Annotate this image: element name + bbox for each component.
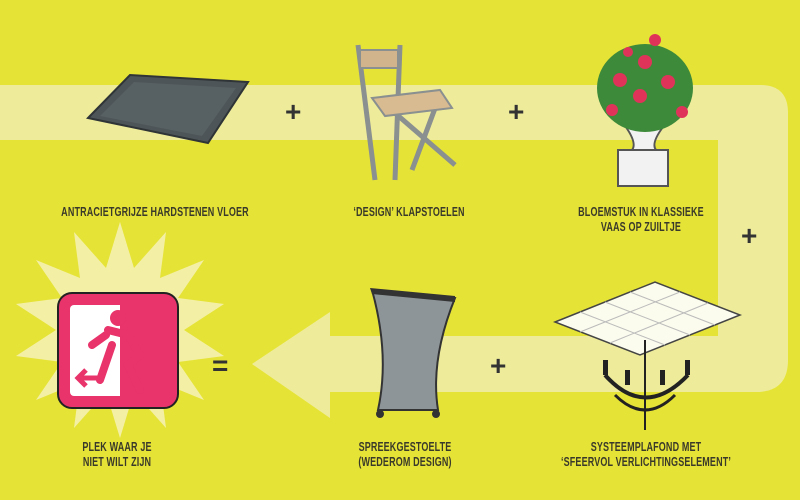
emergency-exit-icon <box>57 292 179 409</box>
plus-operator-2: + <box>508 96 525 127</box>
equals-operator: = <box>212 350 229 381</box>
lectern-icon <box>370 288 457 418</box>
folding-chair-icon <box>355 44 457 181</box>
stone-floor-icon <box>86 73 250 145</box>
label-lectern: SPREEKGESTOELTE(WEDEROM DESIGN) <box>358 440 452 469</box>
plus-operator-4: + <box>490 350 507 381</box>
ceiling-chandelier-icon <box>552 281 743 430</box>
plus-operator-1: + <box>285 96 302 127</box>
plus-operator-3: + <box>741 220 758 251</box>
label-ceiling-chandelier: SYSTEEMPLAFOND MET‘SFEERVOL VERLICHTINGS… <box>560 440 732 469</box>
label-folding-chairs: ‘DESIGN’ KLAPSTOELEN <box>353 205 465 219</box>
label-stone-floor: ANTRACIETGRIJZE HARDSTENEN VLOER <box>61 205 249 219</box>
flower-vase-icon <box>597 34 693 187</box>
